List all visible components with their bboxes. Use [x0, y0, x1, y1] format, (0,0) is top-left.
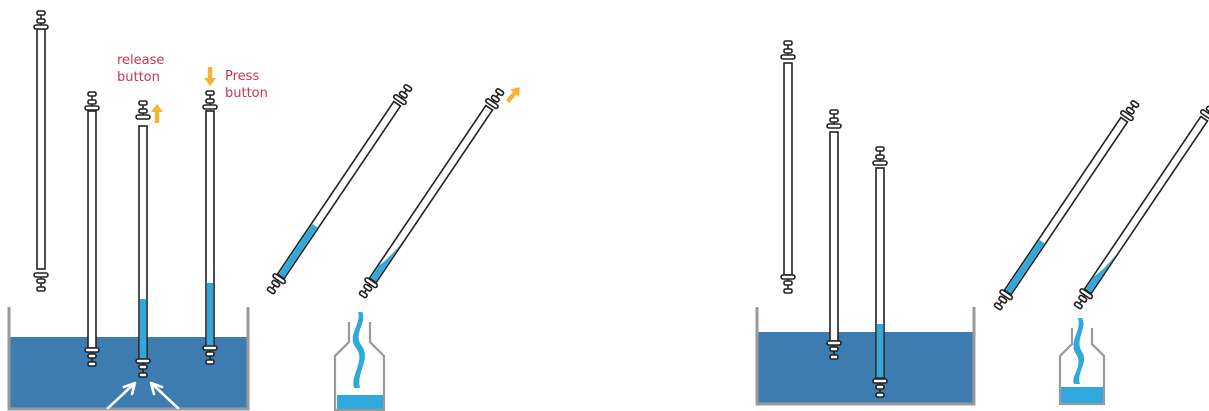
bath-water: [757, 332, 974, 404]
pipette-tilted-filled: [990, 97, 1143, 313]
liquid-column: [207, 283, 213, 347]
arrow-up-icon: [502, 83, 525, 106]
liquid-column: [140, 299, 146, 359]
pipette-tilted-dispensing: [355, 85, 508, 301]
bottle-outline: [333, 322, 386, 411]
water-bath-right: [755, 307, 976, 406]
liquid-stream: [352, 312, 365, 388]
arrow-down-icon: [204, 67, 216, 86]
pipette-tilted-filled: [263, 81, 416, 297]
bottle-liquid: [1061, 387, 1103, 404]
pipette-filled-immersed: [872, 146, 888, 398]
bath-wall: [7, 307, 250, 411]
pipette-empty-held: [780, 40, 796, 294]
liquid-column: [370, 243, 402, 282]
pipette-filling: [135, 100, 163, 378]
pipette-empty-held: [33, 10, 49, 292]
pipette-tilted-dispensing: [1070, 96, 1209, 312]
release-button-label: release button: [117, 53, 165, 85]
collection-bottle-right: [1058, 318, 1106, 406]
liquid-column: [278, 223, 318, 278]
collection-bottle-left: [333, 312, 386, 411]
liquid-column: [1005, 239, 1045, 294]
liquid-column: [877, 324, 883, 377]
bottle-liquid: [337, 395, 384, 410]
pipette-filled-pressed: [202, 67, 218, 365]
pipette-empty-immersed: [826, 109, 842, 360]
arrow-up-icon: [151, 104, 163, 123]
press-button-label: Press button: [225, 69, 268, 101]
bottle-outline: [1058, 328, 1106, 406]
inflow-arrows-icon: [106, 381, 180, 410]
bath-wall: [755, 307, 976, 406]
pipette-empty-immersed: [84, 91, 100, 367]
liquid-column: [1085, 254, 1117, 293]
liquid-stream: [1073, 318, 1085, 384]
